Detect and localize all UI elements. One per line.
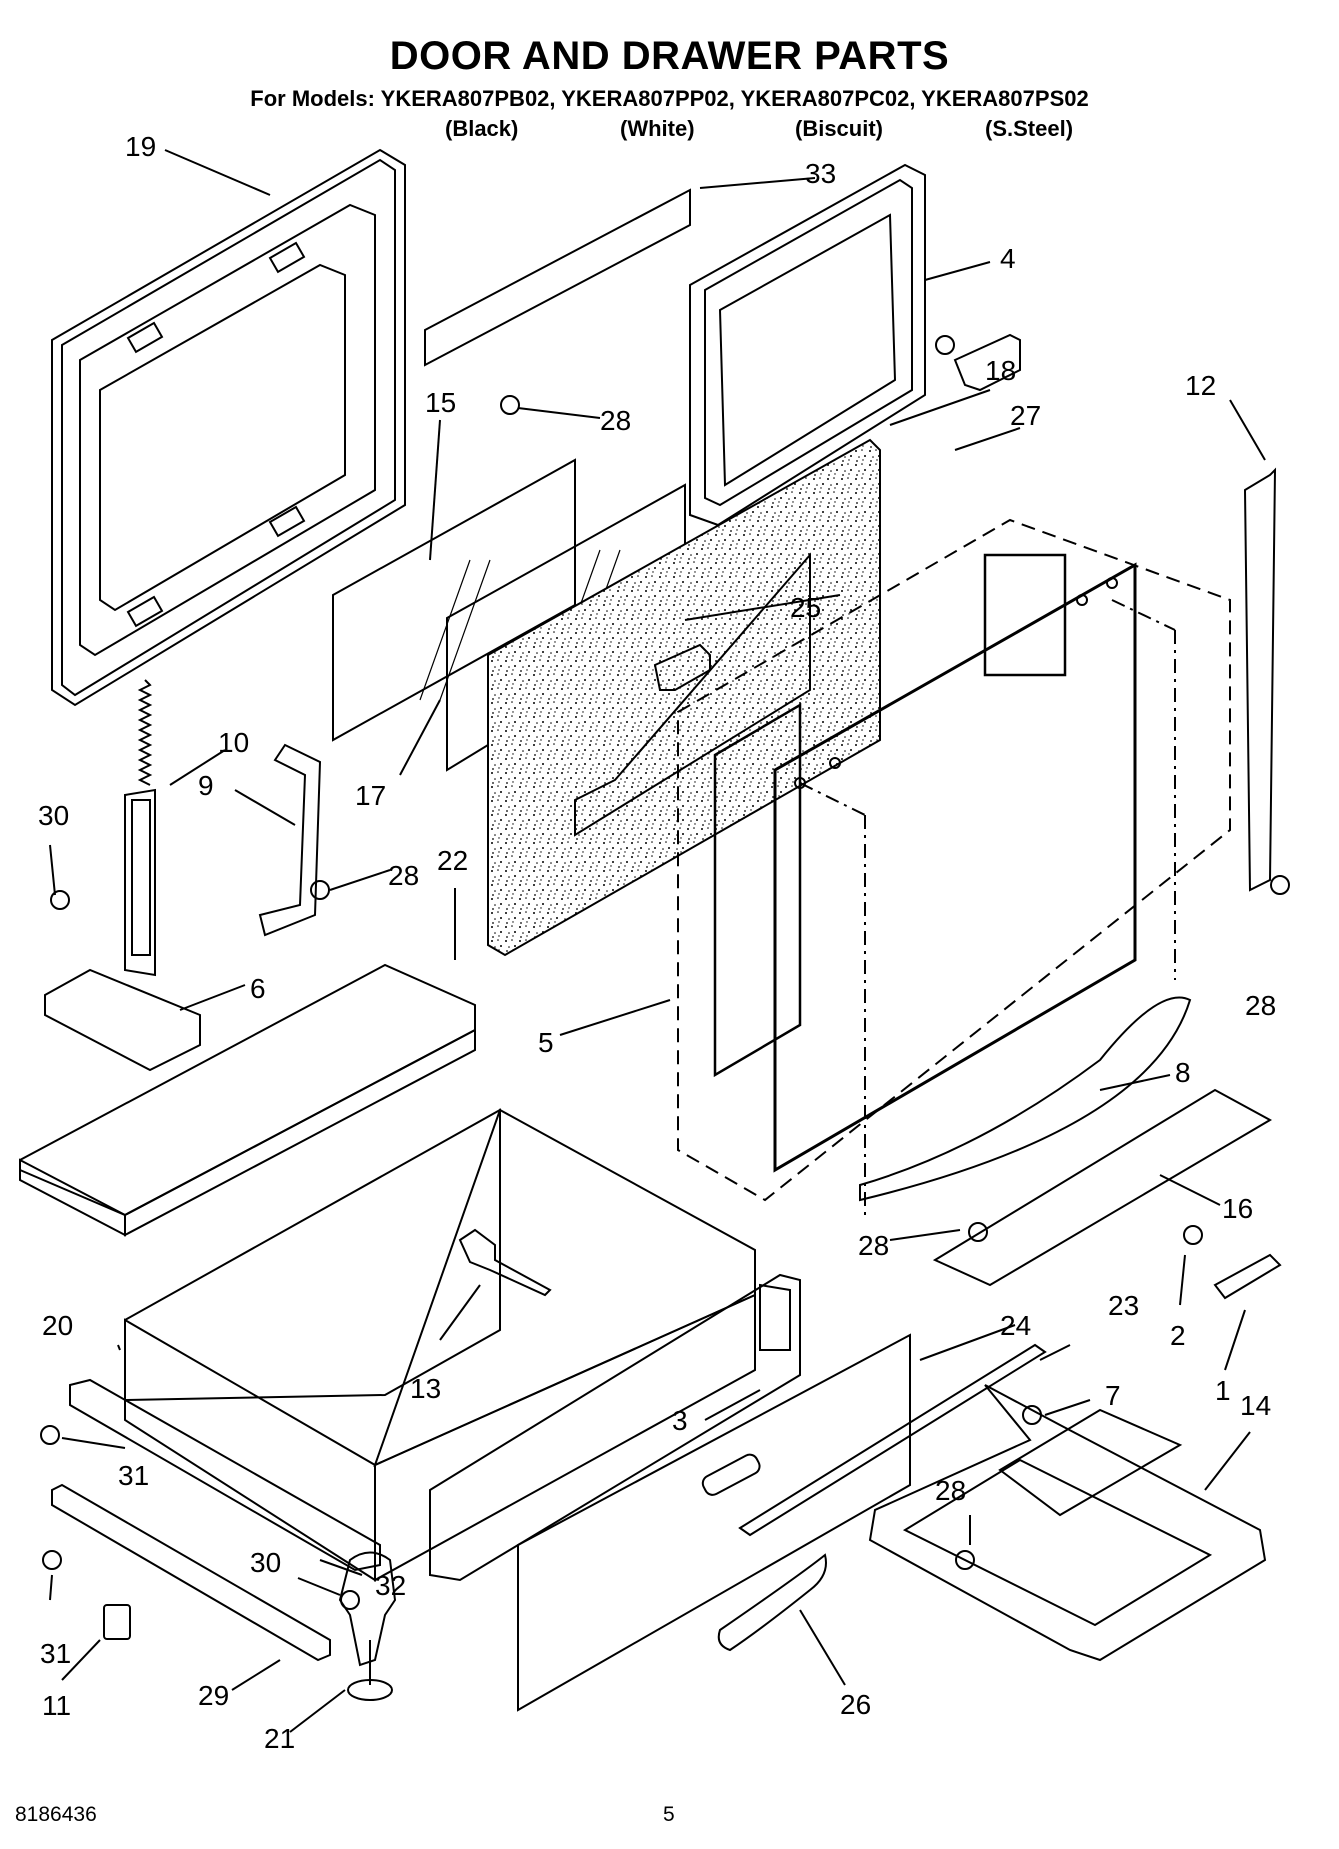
document-number: 8186436	[15, 1803, 97, 1826]
callout-1: 1	[1215, 1375, 1231, 1406]
screw-icon	[968, 1222, 988, 1242]
drawer-rail-left	[51, 1483, 331, 1662]
screw-icon	[1022, 1405, 1042, 1425]
callout-28: 28	[1245, 990, 1276, 1021]
door-hinge	[124, 788, 156, 977]
callout-28: 28	[600, 405, 631, 436]
callout-30: 30	[250, 1547, 281, 1578]
callout-26: 26	[840, 1689, 871, 1720]
callout-20: 20	[42, 1310, 73, 1341]
drawer-bracket	[44, 968, 201, 1072]
callout-30: 30	[38, 800, 69, 831]
drawer-stop-bracket	[458, 1228, 552, 1297]
outer-door-panel	[51, 148, 406, 707]
leveling-foot	[103, 1604, 131, 1640]
drawer-slide	[429, 1273, 801, 1582]
callout-labels: 19 33 4 28 15 18 27 12 25 10 9 30 17 28 …	[38, 131, 1276, 1754]
callout-32: 32	[375, 1570, 406, 1601]
callout-23: 23	[1108, 1290, 1139, 1321]
callout-13: 13	[410, 1373, 441, 1404]
color-black: (Black)	[445, 116, 519, 141]
inner-door-liner	[689, 163, 926, 527]
callout-18: 18	[985, 355, 1016, 386]
page-title: DOOR AND DRAWER PARTS	[389, 34, 950, 78]
door-stop-bracket	[653, 643, 711, 691]
callout-19: 19	[125, 131, 156, 162]
color-stainless: (S.Steel)	[985, 116, 1074, 141]
callout-7: 7	[1105, 1380, 1121, 1411]
callout-31: 31	[118, 1460, 149, 1491]
callout-28: 28	[935, 1475, 966, 1506]
door-latch-clip	[953, 333, 1021, 392]
door-gasket-outline	[677, 518, 1231, 1202]
side-trim	[1243, 467, 1277, 892]
leveling-leg	[338, 1551, 397, 1667]
drawer-tray-top	[19, 963, 476, 1217]
screw-icon	[955, 1550, 975, 1570]
callout-14: 14	[1240, 1390, 1271, 1421]
callout-15: 15	[425, 387, 456, 418]
callout-28: 28	[388, 860, 419, 891]
callout-31: 31	[40, 1638, 71, 1669]
page-number: 5	[663, 1803, 675, 1826]
screw-icon	[1183, 1225, 1203, 1245]
callout-10: 10	[218, 727, 249, 758]
color-biscuit: (Biscuit)	[795, 116, 883, 141]
callout-2: 2	[1170, 1320, 1186, 1351]
callout-29: 29	[198, 1680, 229, 1711]
callout-28: 28	[858, 1230, 889, 1261]
screw-icon	[340, 1590, 360, 1610]
callout-21: 21	[264, 1723, 295, 1754]
callout-22: 22	[437, 845, 468, 876]
callout-25: 25	[790, 592, 821, 623]
bottom-door-trim	[932, 1088, 1273, 1287]
door-insulation-panel	[773, 562, 1137, 1173]
door-insulation	[487, 438, 881, 957]
screw-icon	[1270, 875, 1290, 895]
screw-icon	[500, 395, 520, 415]
callout-12: 12	[1185, 370, 1216, 401]
callout-6: 6	[250, 973, 266, 1004]
drawer-body	[124, 1108, 501, 1402]
callout-33: 33	[805, 158, 836, 189]
callout-8: 8	[1175, 1057, 1191, 1088]
screw-icon	[50, 890, 70, 910]
callout-27: 27	[1010, 400, 1041, 431]
callout-17: 17	[355, 780, 386, 811]
model-list: For Models: YKERA807PB02, YKERA807PP02, …	[250, 86, 1089, 111]
door-gasket	[859, 996, 1192, 1202]
hinge-spring	[137, 679, 153, 786]
drawer-handle	[717, 1553, 827, 1652]
screw-icon	[40, 1425, 60, 1445]
drawer-top-trim	[738, 1343, 1047, 1537]
callout-11: 11	[42, 1690, 71, 1721]
screw-icon	[42, 1550, 62, 1570]
bake-element	[868, 1384, 1267, 1662]
hinge-receptacle	[258, 743, 322, 937]
screw-icon	[310, 880, 330, 900]
drawer-front-rail	[69, 1378, 381, 1572]
drawer-front-panel	[517, 1333, 911, 1712]
callout-4: 4	[1000, 243, 1016, 274]
callout-3: 3	[672, 1405, 688, 1436]
callout-9: 9	[198, 770, 214, 801]
vent-trim-strip	[424, 188, 691, 367]
handle-endcap	[1213, 1253, 1282, 1300]
callout-5: 5	[538, 1027, 554, 1058]
color-white: (White)	[620, 116, 695, 141]
callout-24: 24	[1000, 1310, 1031, 1341]
callout-16: 16	[1222, 1193, 1253, 1224]
screw-icon	[935, 335, 955, 355]
